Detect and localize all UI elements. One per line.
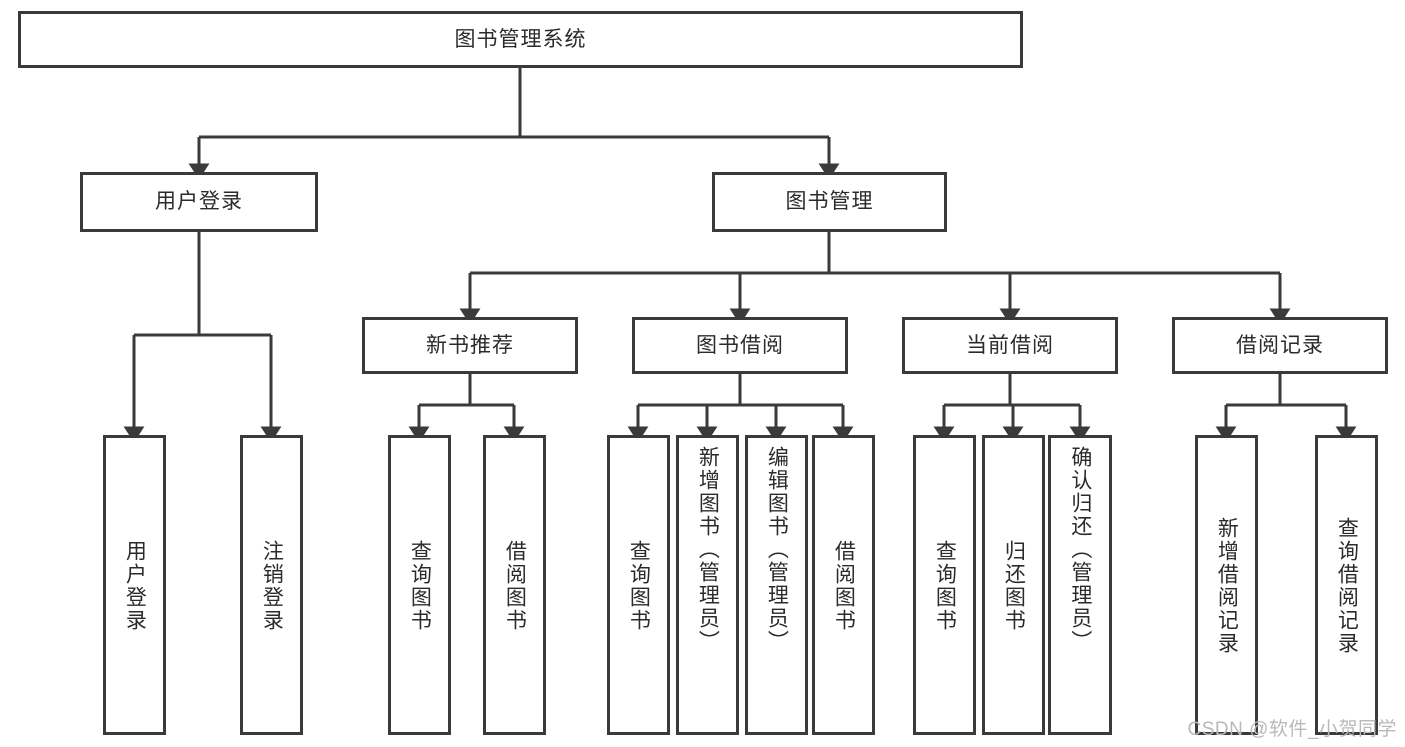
node-label: 用户登录 bbox=[123, 540, 147, 632]
node-leaf-query-book-cur[interactable]: 查询图书 bbox=[913, 435, 976, 735]
node-borrow-record[interactable]: 借阅记录 bbox=[1172, 317, 1388, 374]
node-label: 新增图书（管理员） bbox=[696, 446, 720, 653]
node-label: 归还图书 bbox=[1002, 540, 1026, 632]
node-label: 当前借阅 bbox=[966, 333, 1054, 357]
node-label: 编辑图书（管理员） bbox=[765, 446, 789, 653]
node-label: 注销登录 bbox=[260, 540, 284, 632]
node-label: 查询图书 bbox=[408, 540, 432, 632]
node-leaf-add-book[interactable]: 新增图书（管理员） bbox=[676, 435, 739, 735]
node-leaf-borrow-book[interactable]: 借阅图书 bbox=[812, 435, 875, 735]
node-leaf-edit-book[interactable]: 编辑图书（管理员） bbox=[745, 435, 808, 735]
node-leaf-query-record[interactable]: 查询借阅记录 bbox=[1315, 435, 1378, 735]
node-leaf-borrow-book-rec[interactable]: 借阅图书 bbox=[483, 435, 546, 735]
node-leaf-add-record[interactable]: 新增借阅记录 bbox=[1195, 435, 1258, 735]
node-label: 图书管理系统 bbox=[454, 27, 587, 51]
node-book-borrow[interactable]: 图书借阅 bbox=[632, 317, 848, 374]
node-label: 确认归还（管理员） bbox=[1068, 446, 1092, 653]
watermark: CSDN @软件_小贺同学 bbox=[1187, 719, 1397, 740]
node-label: 查询借阅记录 bbox=[1335, 517, 1359, 655]
node-leaf-logout[interactable]: 注销登录 bbox=[240, 435, 303, 735]
node-leaf-confirm-return[interactable]: 确认归还（管理员） bbox=[1048, 435, 1112, 735]
node-label: 查询图书 bbox=[933, 540, 957, 632]
node-label: 借阅图书 bbox=[832, 540, 856, 632]
node-book-manage[interactable]: 图书管理 bbox=[712, 172, 947, 232]
node-label: 新增借阅记录 bbox=[1215, 517, 1239, 655]
node-label: 借阅图书 bbox=[503, 540, 527, 632]
node-label: 图书借阅 bbox=[696, 333, 784, 357]
node-current-borrow[interactable]: 当前借阅 bbox=[902, 317, 1118, 374]
node-label: 用户登录 bbox=[155, 190, 243, 214]
node-label: 查询图书 bbox=[627, 540, 651, 632]
node-new-book-rec[interactable]: 新书推荐 bbox=[362, 317, 578, 374]
node-user-login[interactable]: 用户登录 bbox=[80, 172, 318, 232]
node-leaf-user-login[interactable]: 用户登录 bbox=[103, 435, 166, 735]
node-leaf-query-book-rec[interactable]: 查询图书 bbox=[388, 435, 451, 735]
node-label: 借阅记录 bbox=[1236, 333, 1324, 357]
node-label: 新书推荐 bbox=[426, 333, 514, 357]
node-leaf-query-book-borrow[interactable]: 查询图书 bbox=[607, 435, 670, 735]
node-label: 图书管理 bbox=[785, 190, 874, 214]
node-leaf-return-book[interactable]: 归还图书 bbox=[982, 435, 1045, 735]
node-root[interactable]: 图书管理系统 bbox=[18, 11, 1023, 68]
